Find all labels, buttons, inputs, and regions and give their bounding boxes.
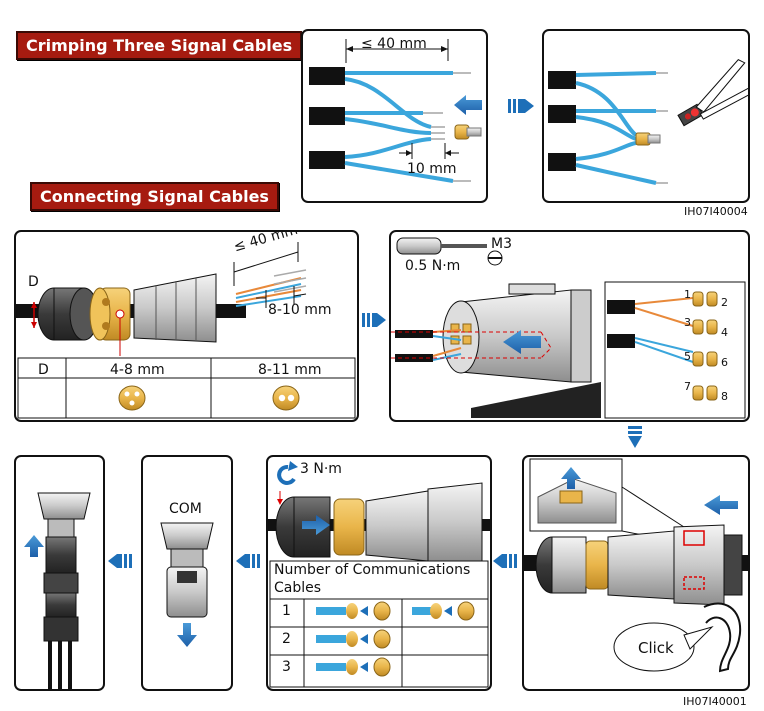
seal-large-diagram [272, 385, 300, 411]
installed-connector-panel [14, 455, 105, 691]
crimping-illustration [548, 59, 748, 185]
seal-small-diagram [118, 385, 146, 411]
pin-label: 8 [721, 390, 728, 403]
strip-length-label: ≤ 40 mm [361, 36, 427, 52]
flow-arrow-left-icon [236, 554, 260, 568]
pin-label: 7 [684, 380, 691, 393]
diameter-label: D [28, 274, 39, 290]
terminal-block-panel: M3 0.5 N·m 1 2 3 4 5 6 7 8 [389, 230, 750, 422]
installed-connector-illustration [24, 492, 91, 689]
latch-panel: Click [522, 455, 750, 691]
diameter-range-large: 8-11 mm [258, 362, 322, 378]
insulation-length-label: 10 mm [407, 161, 457, 177]
crimping-section-title: Crimping Three Signal Cables [16, 31, 303, 60]
pin-label: 2 [721, 296, 728, 309]
gland-torque-label: 3 N·m [300, 461, 342, 477]
click-sound-label: Click [638, 639, 674, 657]
gland-insulation-length-label: 8-10 mm [268, 302, 332, 318]
terminal-illustration [391, 237, 746, 419]
pin-label: 1 [684, 288, 691, 301]
insert-arrow-icon [454, 95, 482, 115]
flow-arrow-left-icon [493, 554, 517, 568]
connecting-section-title: Connecting Signal Cables [30, 182, 279, 211]
com-port-label: COM [169, 501, 202, 517]
crimp-stripping-panel: ≤ 40 mm 10 mm [301, 29, 488, 203]
crimp-figure-code: IH07I40004 [684, 205, 748, 218]
cable-count-row: 3 [282, 659, 291, 675]
cable-count-row: 1 [282, 603, 291, 619]
screwdriver-size-label: M3 [491, 236, 512, 252]
cable-gland-panel: D ≤ 40 mm 8-10 mm D 4-8 mm 8-11 mm [14, 230, 359, 422]
cable-count-row: 2 [282, 631, 291, 647]
stripping-illustration [309, 39, 482, 183]
cable-count-diagram [316, 601, 475, 677]
flow-arrow-right-icon [508, 99, 534, 113]
crimp-tool-panel [542, 29, 750, 203]
com-port-panel: COM [141, 455, 233, 691]
pin-label: 4 [721, 326, 728, 339]
flow-arrow-down-icon [628, 426, 642, 448]
com-port-illustration [160, 522, 214, 647]
diameter-table-header: D [38, 362, 49, 378]
pin-label: 6 [721, 356, 728, 369]
cable-gland-illustration [16, 242, 356, 419]
flow-arrow-right-icon [362, 313, 386, 327]
diameter-range-small: 4-8 mm [110, 362, 165, 378]
tighten-illustration [268, 461, 490, 688]
terminal-torque-label: 0.5 N·m [405, 258, 461, 274]
pin-label: 5 [684, 350, 691, 363]
tighten-panel: 3 N·m Number of Communications Cables 1 … [266, 455, 492, 691]
footer-figure-code: IH07I40001 [683, 695, 747, 708]
latch-illustration [524, 458, 748, 673]
cable-count-table-title: Number of Communications Cables [274, 562, 471, 596]
pin-label: 3 [684, 316, 691, 329]
flow-arrow-left-icon [108, 554, 132, 568]
